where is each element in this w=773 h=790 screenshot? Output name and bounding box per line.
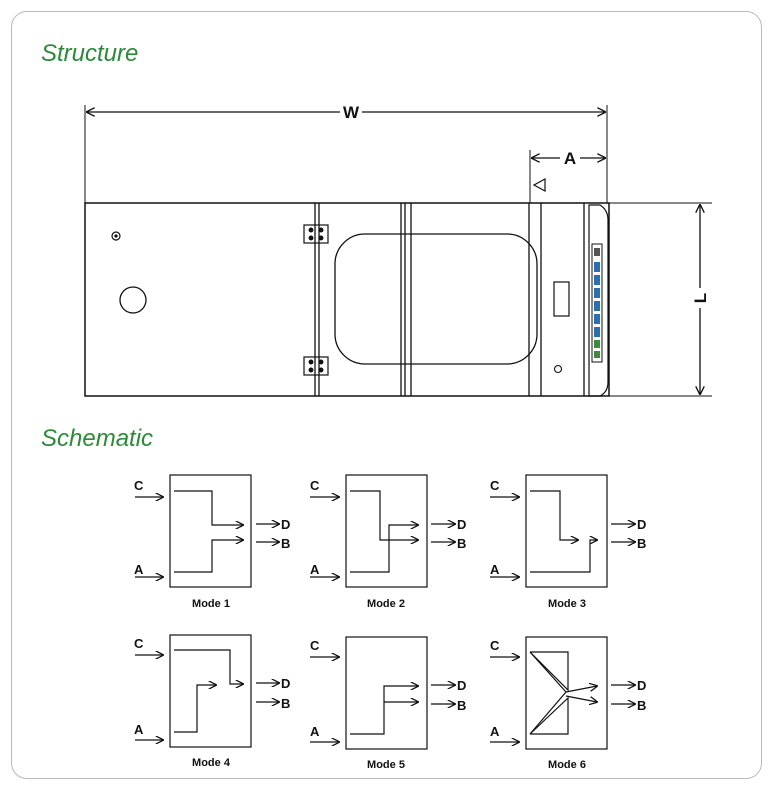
knob-icon [119,286,147,314]
content-frame [11,11,762,779]
mode-2-port-c: C [310,478,320,493]
mode-2-port-a: A [310,562,320,577]
mode-3-diagram: C A D B Mode 3 [490,474,646,610]
mode-2-diagram: C A D B Mode 2 [310,474,466,610]
mode-4-port-d: D [281,676,290,691]
mode-1-port-d: D [281,517,290,532]
mode-1-label: Mode 1 [192,598,230,610]
mode-1-port-b: B [281,536,290,551]
slot-window [553,281,570,317]
mode-6-port-b: B [637,698,646,713]
mode-5-label: Mode 5 [367,759,405,771]
schematic-heading: Schematic [41,425,154,452]
led-icon [553,364,563,374]
mode-5-port-b: B [457,698,466,713]
mode-6-port-a: A [490,724,500,739]
connector-bay [588,204,609,397]
mode-2-port-b: B [457,536,466,551]
triangle-indicator [532,177,546,193]
mode-5-diagram: C A D B Mode 5 [310,636,466,771]
hinge-bottom [303,356,329,376]
mode-2-label: Mode 2 [367,598,405,610]
chassis-body [84,202,610,397]
length-label: L [691,293,710,303]
mode-4-port-c: C [134,636,144,651]
connector-ports [594,248,600,358]
mode-3-port-b: B [637,536,646,551]
mode-6-port-c: C [490,638,500,653]
mode-3-port-a: A [490,562,500,577]
structure-drawing [84,105,712,397]
mode-6-port-d: D [637,678,646,693]
mode-6-label: Mode 6 [548,759,586,771]
window-panel [334,233,538,365]
mode-5-port-a: A [310,724,320,739]
mode-2-port-d: D [457,517,466,532]
mode-6-diagram: C A D B Mode 6 [490,636,646,771]
structure-heading: Structure [41,40,139,67]
mode-4-diagram: C A D B Mode 4 [134,634,290,769]
mode-4-label: Mode 4 [192,757,231,769]
mode-3-label: Mode 3 [548,598,586,610]
mode-1-port-c: C [134,478,144,493]
mode-5-port-c: C [310,638,320,653]
mode-1-diagram: C A D B Mode 1 [134,474,290,610]
a-dimension-label: A [564,149,576,168]
mode-3-port-c: C [490,478,500,493]
mode-4-port-b: B [281,696,290,711]
screw-icon [111,231,121,241]
hinge-top [303,224,329,244]
mode-1-port-a: A [134,562,144,577]
mode-5-port-d: D [457,678,466,693]
mode-4-port-a: A [134,722,144,737]
mode-3-port-d: D [637,517,646,532]
width-label: W [343,103,360,122]
